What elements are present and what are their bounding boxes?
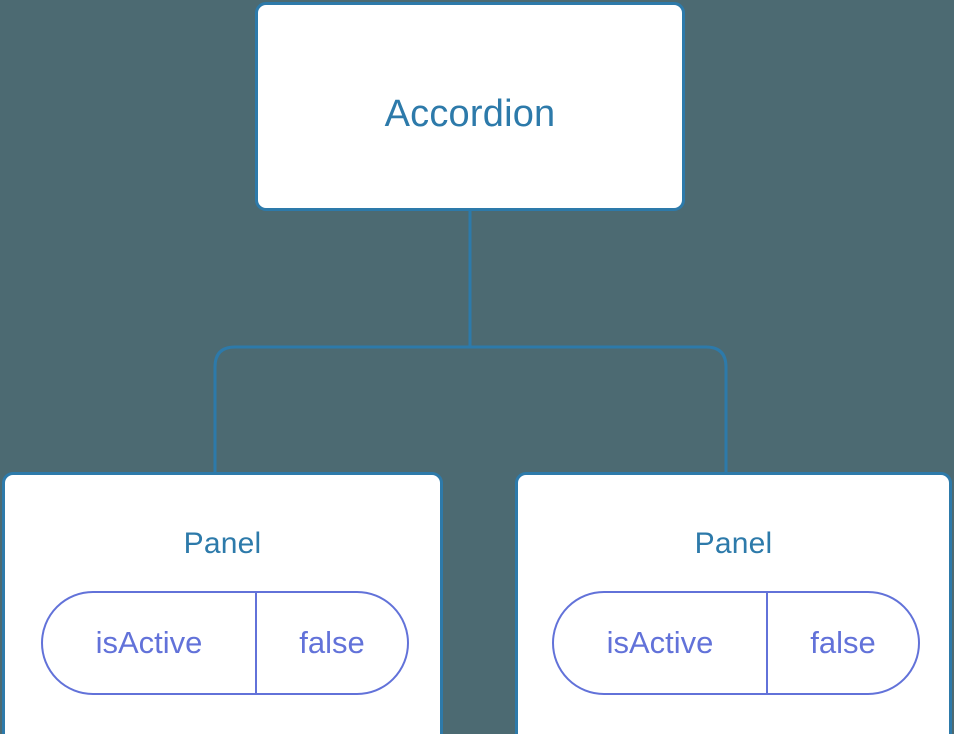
node-label-panel-0: Panel (183, 527, 262, 560)
prop-value-panel-1: false (810, 625, 876, 660)
prop-key-panel-0: isActive (43, 593, 257, 693)
tree-node-panel-1[interactable]: Panel isActive false (515, 472, 952, 734)
prop-pill-panel-0[interactable]: isActive false (41, 591, 409, 695)
tree-node-panel-0[interactable]: Panel isActive false (2, 472, 443, 734)
edge-branch-bar (213, 345, 728, 472)
prop-key-panel-1: isActive (554, 593, 768, 693)
prop-value-panel-0: false (299, 625, 365, 660)
tree-node-accordion[interactable]: Accordion (255, 2, 685, 211)
node-label-accordion: Accordion (384, 93, 556, 135)
node-label-panel-1: Panel (694, 527, 773, 560)
prop-pill-panel-1[interactable]: isActive false (552, 591, 920, 695)
